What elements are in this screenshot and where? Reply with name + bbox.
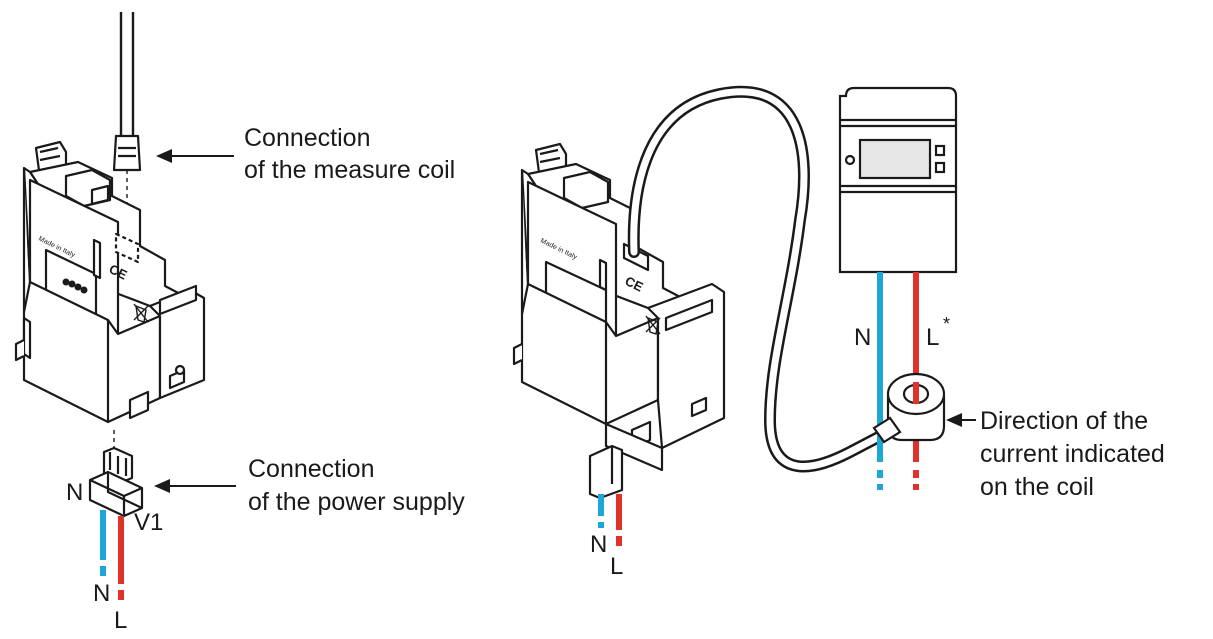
weee-bin-icon: [645, 315, 661, 335]
callout-coil-line2: of the measure coil: [244, 156, 455, 184]
left-wires: [100, 510, 124, 600]
meter-wire-l-label: L: [926, 324, 939, 351]
measure-coil-cable: [119, 12, 135, 136]
left-wire-n-label: N: [93, 580, 110, 607]
ce-mark-icon: CE: [107, 261, 130, 283]
measure-coil: [872, 372, 946, 444]
measure-coil-plug: [112, 134, 142, 232]
coil-callout-line1: Direction of the: [980, 407, 1148, 435]
ce-mark-icon: CE: [623, 273, 646, 295]
arrow-left-icon: [946, 413, 976, 427]
callout-power-line2: of the power supply: [248, 488, 465, 516]
energy-meter: [838, 86, 958, 274]
left-device: Made in Italy CE: [14, 12, 206, 518]
callout-coil-line1: Connection: [244, 124, 370, 152]
arrow-left-icon: [154, 479, 236, 493]
left-wire-l-label: L: [114, 607, 127, 634]
weee-bin-icon: [133, 303, 149, 323]
power-supply-terminal: [88, 430, 144, 518]
arrow-left-icon: [156, 149, 234, 163]
left-terminal-v1-label: V1: [134, 509, 163, 536]
left-terminal-n-label: N: [66, 479, 83, 506]
left-device-housing: [14, 140, 206, 424]
right-wire-l-label: L: [610, 553, 623, 580]
right-device-wires: [598, 494, 622, 546]
right-device: [512, 142, 726, 500]
coil-callout-line3: on the coil: [980, 473, 1094, 501]
right-wire-n-label: N: [590, 531, 607, 558]
coil-cable: [627, 85, 898, 473]
coil-callout-line2: current indicated: [980, 440, 1165, 468]
callout-power-line1: Connection: [248, 455, 374, 483]
meter-wire-n-label: N: [854, 324, 871, 351]
meter-display: [858, 138, 932, 180]
meter-asterisk: *: [943, 314, 950, 334]
